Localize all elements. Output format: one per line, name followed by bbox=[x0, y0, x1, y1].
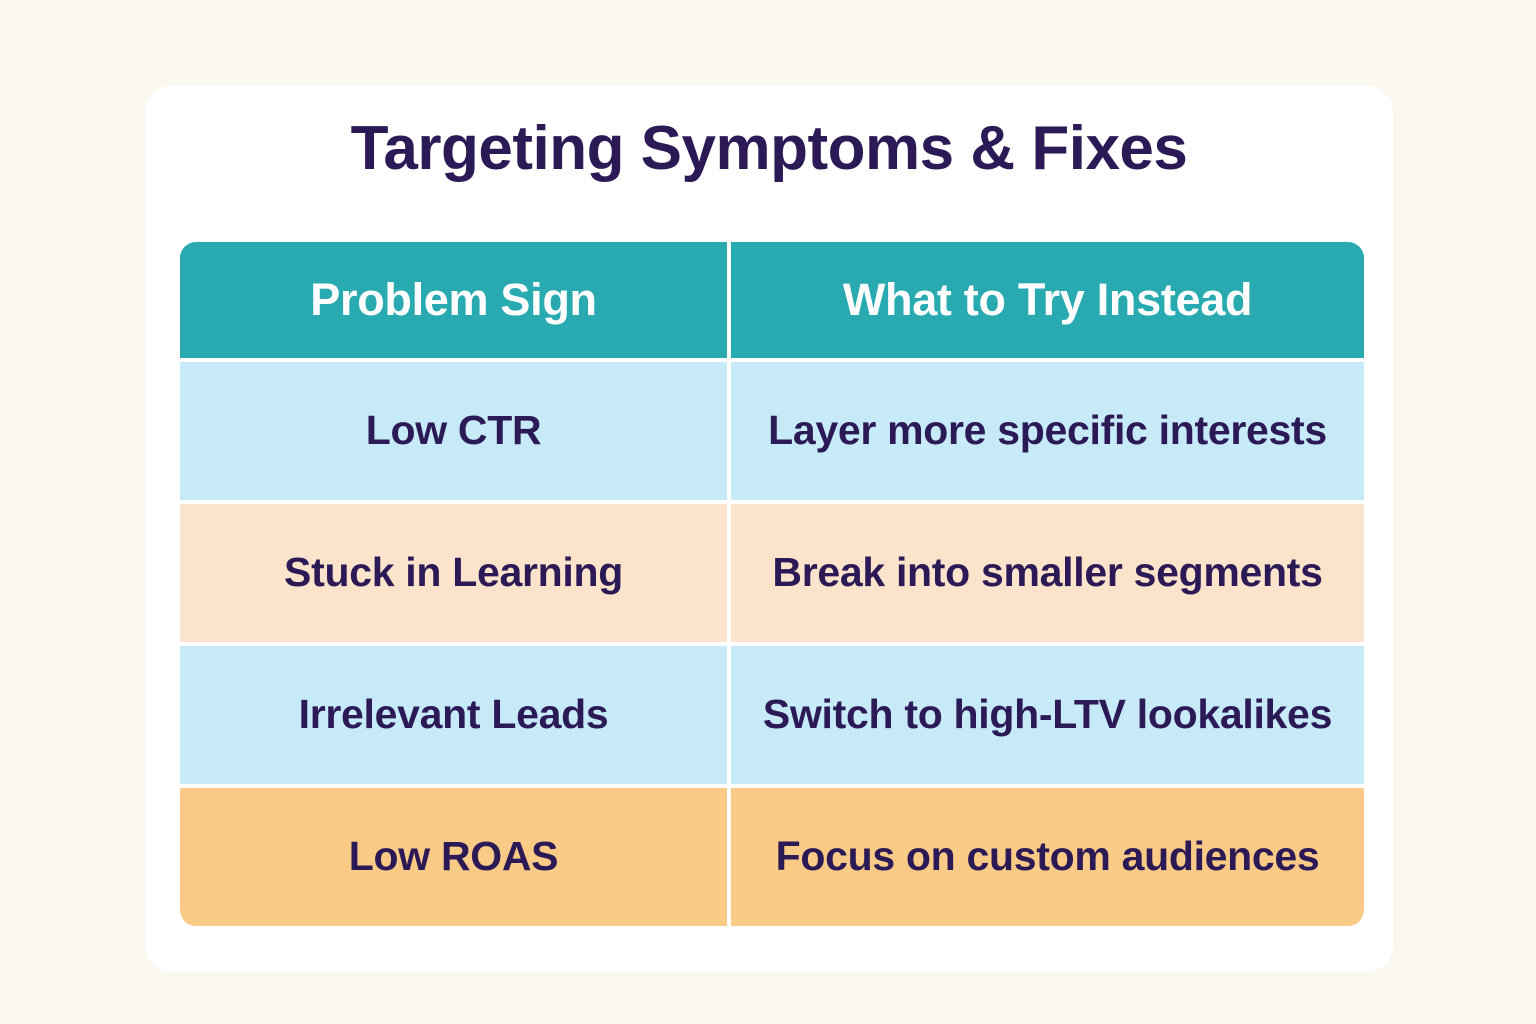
comparison-table: Problem Sign What to Try Instead Low CTR… bbox=[176, 238, 1368, 930]
cell-problem-sign: Low CTR bbox=[180, 362, 727, 500]
table-header: Problem Sign What to Try Instead bbox=[180, 242, 1364, 358]
page-title: Targeting Symptoms & Fixes bbox=[350, 114, 1188, 183]
cell-problem-sign: Stuck in Learning bbox=[180, 504, 727, 642]
cell-what-to-try-instead: Focus on custom audiences bbox=[731, 788, 1364, 926]
cell-what-to-try-instead: Break into smaller segments bbox=[731, 504, 1364, 642]
column-header-what-to-try-instead: What to Try Instead bbox=[731, 242, 1364, 358]
table-row: Irrelevant Leads Switch to high-LTV look… bbox=[180, 646, 1364, 784]
content-card: Targeting Symptoms & Fixes Problem Sign … bbox=[145, 86, 1393, 972]
cell-problem-sign: Low ROAS bbox=[180, 788, 727, 926]
table-row: Stuck in Learning Break into smaller seg… bbox=[180, 504, 1364, 642]
table-row: Low CTR Layer more specific interests bbox=[180, 362, 1364, 500]
cell-what-to-try-instead: Switch to high-LTV lookalikes bbox=[731, 646, 1364, 784]
table-body: Low CTR Layer more specific interests St… bbox=[180, 362, 1364, 926]
header-row: Problem Sign What to Try Instead bbox=[180, 242, 1364, 358]
cell-what-to-try-instead: Layer more specific interests bbox=[731, 362, 1364, 500]
table-row: Low ROAS Focus on custom audiences bbox=[180, 788, 1364, 926]
cell-problem-sign: Irrelevant Leads bbox=[180, 646, 727, 784]
column-header-problem-sign: Problem Sign bbox=[180, 242, 727, 358]
